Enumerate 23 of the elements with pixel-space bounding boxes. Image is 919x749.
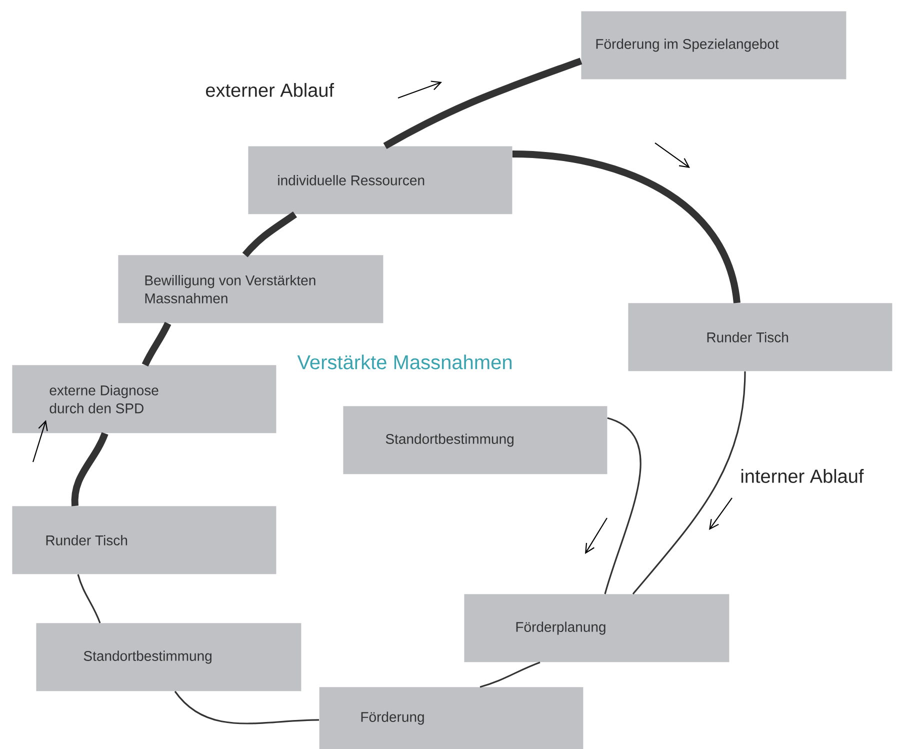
flow-line [77,574,101,624]
flow-line [71,432,108,506]
flow-line [242,212,297,258]
flow-line [383,58,582,150]
process-box: Förderung im Spezielangebot [581,11,846,80]
flow-line [632,371,746,594]
process-box: externe Diagnose durch den SPD [12,365,276,434]
flow-line [512,150,740,304]
process-box: Förderplanung [464,594,730,662]
process-box: Runder Tisch [12,506,276,574]
process-box: Standortbestimmung [343,406,608,474]
process-box: Runder Tisch [628,303,892,372]
process-box: Bewilligung von Verstärkten Massnahmen [118,255,384,324]
flow-label: Verstärkte Massnahmen [297,354,512,370]
flow-line [604,417,642,594]
flow-line [174,690,320,724]
process-box: Förderung [319,687,584,749]
process-box: individuelle Ressourcen [248,146,512,214]
flow-label: externer Ablauf [206,83,334,97]
flow-line [142,322,172,367]
flow-label: interner Ablauf [741,469,864,483]
flow-line [480,662,540,688]
process-box: Standortbestimmung [36,623,302,692]
